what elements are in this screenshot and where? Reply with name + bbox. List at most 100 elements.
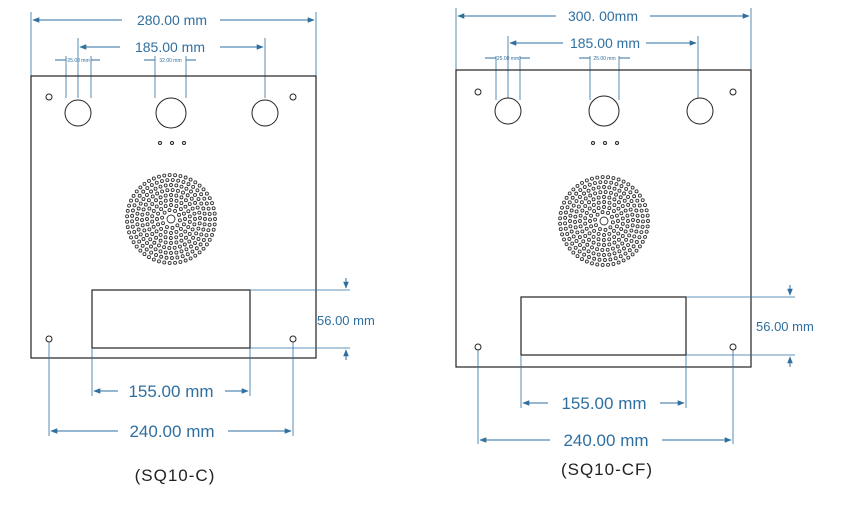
- speaker-hole: [601, 238, 606, 242]
- speaker-hole: [125, 214, 130, 219]
- speaker-hole: [560, 205, 565, 210]
- speaker-hole: [138, 232, 143, 237]
- speaker-hole: [169, 183, 173, 187]
- speaker-hole: [607, 231, 612, 236]
- speaker-hole: [159, 207, 164, 212]
- speaker-hole: [176, 188, 180, 193]
- speaker-hole: [558, 216, 563, 221]
- speaker-hole: [568, 219, 572, 223]
- speaker-hole: [632, 203, 637, 208]
- speaker-hole: [145, 217, 149, 221]
- speaker-hole: [624, 237, 629, 242]
- speaker-hole: [144, 233, 149, 238]
- speaker-hole: [175, 223, 180, 228]
- speaker-hole: [170, 178, 175, 182]
- speaker-hole: [197, 183, 202, 188]
- speaker-hole: [596, 231, 601, 236]
- speaker-hole: [598, 190, 603, 195]
- speaker-hole: [180, 254, 185, 259]
- speaker-hole: [197, 221, 202, 226]
- speaker-hole: [596, 195, 601, 200]
- speaker-hole: [162, 210, 167, 215]
- speaker-hole: [623, 208, 628, 213]
- speaker-hole: [135, 211, 140, 216]
- speaker-hole: [608, 225, 613, 230]
- speaker-hole: [207, 212, 212, 216]
- speaker-hole: [595, 175, 600, 180]
- center-button-diameter-label: 25.00 mm: [593, 56, 615, 62]
- speaker-hole: [602, 195, 606, 199]
- speaker-hole: [596, 206, 601, 211]
- speaker-hole: [580, 208, 585, 213]
- speaker-hole: [593, 191, 598, 196]
- speaker-hole: [583, 216, 588, 221]
- speaker-hole: [614, 224, 619, 229]
- panel-body-outline: [30, 75, 317, 359]
- speaker-hole: [612, 186, 617, 191]
- speaker-hole: [597, 257, 602, 262]
- speaker-hole: [179, 249, 184, 254]
- button-right: [251, 99, 279, 127]
- speaker-hole: [186, 225, 191, 229]
- speaker-hole: [152, 240, 157, 245]
- speaker-hole: [590, 245, 594, 250]
- speaker-hole: [594, 223, 598, 228]
- speaker-hole: [587, 182, 592, 187]
- speaker-hole: [173, 260, 178, 265]
- speaker-hole: [157, 259, 161, 264]
- speaker-hole: [207, 196, 212, 201]
- speaker-hole: [198, 242, 203, 247]
- speaker-hole: [203, 217, 207, 221]
- speaker-hole: [174, 193, 179, 198]
- speaker-hole: [158, 238, 163, 243]
- speaker-hole: [155, 217, 159, 221]
- speaker-hole: [629, 239, 634, 243]
- window-height-label: 56.00 mm: [317, 313, 375, 328]
- screw-hole-top-left: [45, 93, 53, 101]
- speaker-hole: [201, 238, 206, 242]
- speaker-hole: [577, 235, 582, 240]
- speaker-hole: [145, 222, 150, 227]
- speaker-hole: [563, 221, 568, 226]
- led-dot: [158, 141, 162, 145]
- speaker-hole: [562, 200, 566, 205]
- speaker-hole: [607, 185, 612, 190]
- speaker-hole: [637, 193, 642, 198]
- speaker-hole: [626, 219, 630, 223]
- speaker-hole: [204, 191, 209, 196]
- speaker-hole: [141, 207, 146, 212]
- speaker-hole: [201, 206, 206, 211]
- speaker-hole: [142, 228, 147, 233]
- speaker-hole: [142, 252, 147, 257]
- speaker-hole: [177, 218, 182, 223]
- speaker-hole: [170, 225, 175, 230]
- speaker-hole: [177, 212, 181, 217]
- speaker-hole: [178, 226, 183, 231]
- speaker-hole: [570, 195, 575, 200]
- speaker-hole: [167, 245, 172, 250]
- speaker-hole: [182, 242, 187, 247]
- speaker-hole: [196, 197, 201, 201]
- led-dot: [591, 141, 595, 145]
- speaker-hole: [151, 257, 156, 262]
- speaker-hole: [196, 237, 201, 241]
- speaker-hole: [576, 204, 581, 209]
- speaker-hole: [188, 177, 193, 182]
- speaker-hole: [147, 255, 151, 260]
- panel-caption: (SQ10-CF): [561, 460, 653, 479]
- speaker-hole: [140, 212, 145, 217]
- speaker-hole: [134, 244, 139, 249]
- speaker-hole: [612, 197, 617, 202]
- speaker-hole: [602, 253, 606, 257]
- speaker-hole: [204, 233, 209, 238]
- speaker-hole: [634, 208, 639, 213]
- speaker-hole: [628, 207, 633, 212]
- speaker-hole: [187, 214, 192, 219]
- speaker-hole: [186, 182, 191, 187]
- speaker-hole: [607, 195, 612, 200]
- speaker-hole: [187, 219, 192, 224]
- speaker-hole: [149, 183, 154, 187]
- speaker-hole: [140, 243, 145, 248]
- speaker-hole: [154, 235, 158, 240]
- screw-hole-bottom-right: [289, 335, 297, 343]
